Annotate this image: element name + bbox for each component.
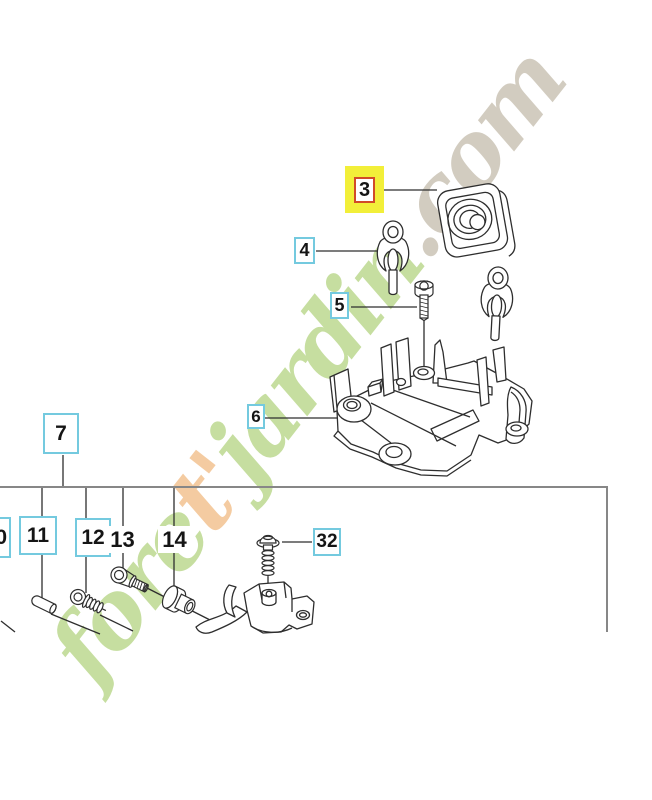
part-pin-11 [31, 595, 57, 614]
part-screw-32 [256, 534, 280, 577]
callout-11: 11 [19, 516, 57, 555]
callout-13: 13 [106, 526, 139, 553]
part-spring-screw-12 [69, 588, 107, 614]
callout-14: 14 [158, 526, 191, 553]
callout-32: 32 [313, 528, 341, 556]
callout-4: 4 [294, 237, 315, 264]
callout-12: 12 [75, 518, 111, 557]
part-valve-right [478, 265, 515, 342]
callout-6: 6 [247, 404, 265, 429]
callout-3-highlighted: 3 [345, 166, 384, 213]
part-mounting-bracket [329, 337, 533, 477]
part-bushing-14 [161, 585, 196, 615]
part-screw-5 [414, 280, 434, 322]
callout-3-label: 3 [353, 176, 376, 203]
callout-5: 5 [330, 292, 349, 319]
part-diaphragm-gasket [436, 183, 516, 258]
callout-10-clipped: 0 [0, 517, 11, 558]
part-screw-13 [110, 566, 149, 593]
leader-lines [0, 189, 437, 635]
part-carburetor-body [195, 581, 315, 634]
callout-7: 7 [43, 413, 79, 454]
group-rule [0, 486, 608, 632]
